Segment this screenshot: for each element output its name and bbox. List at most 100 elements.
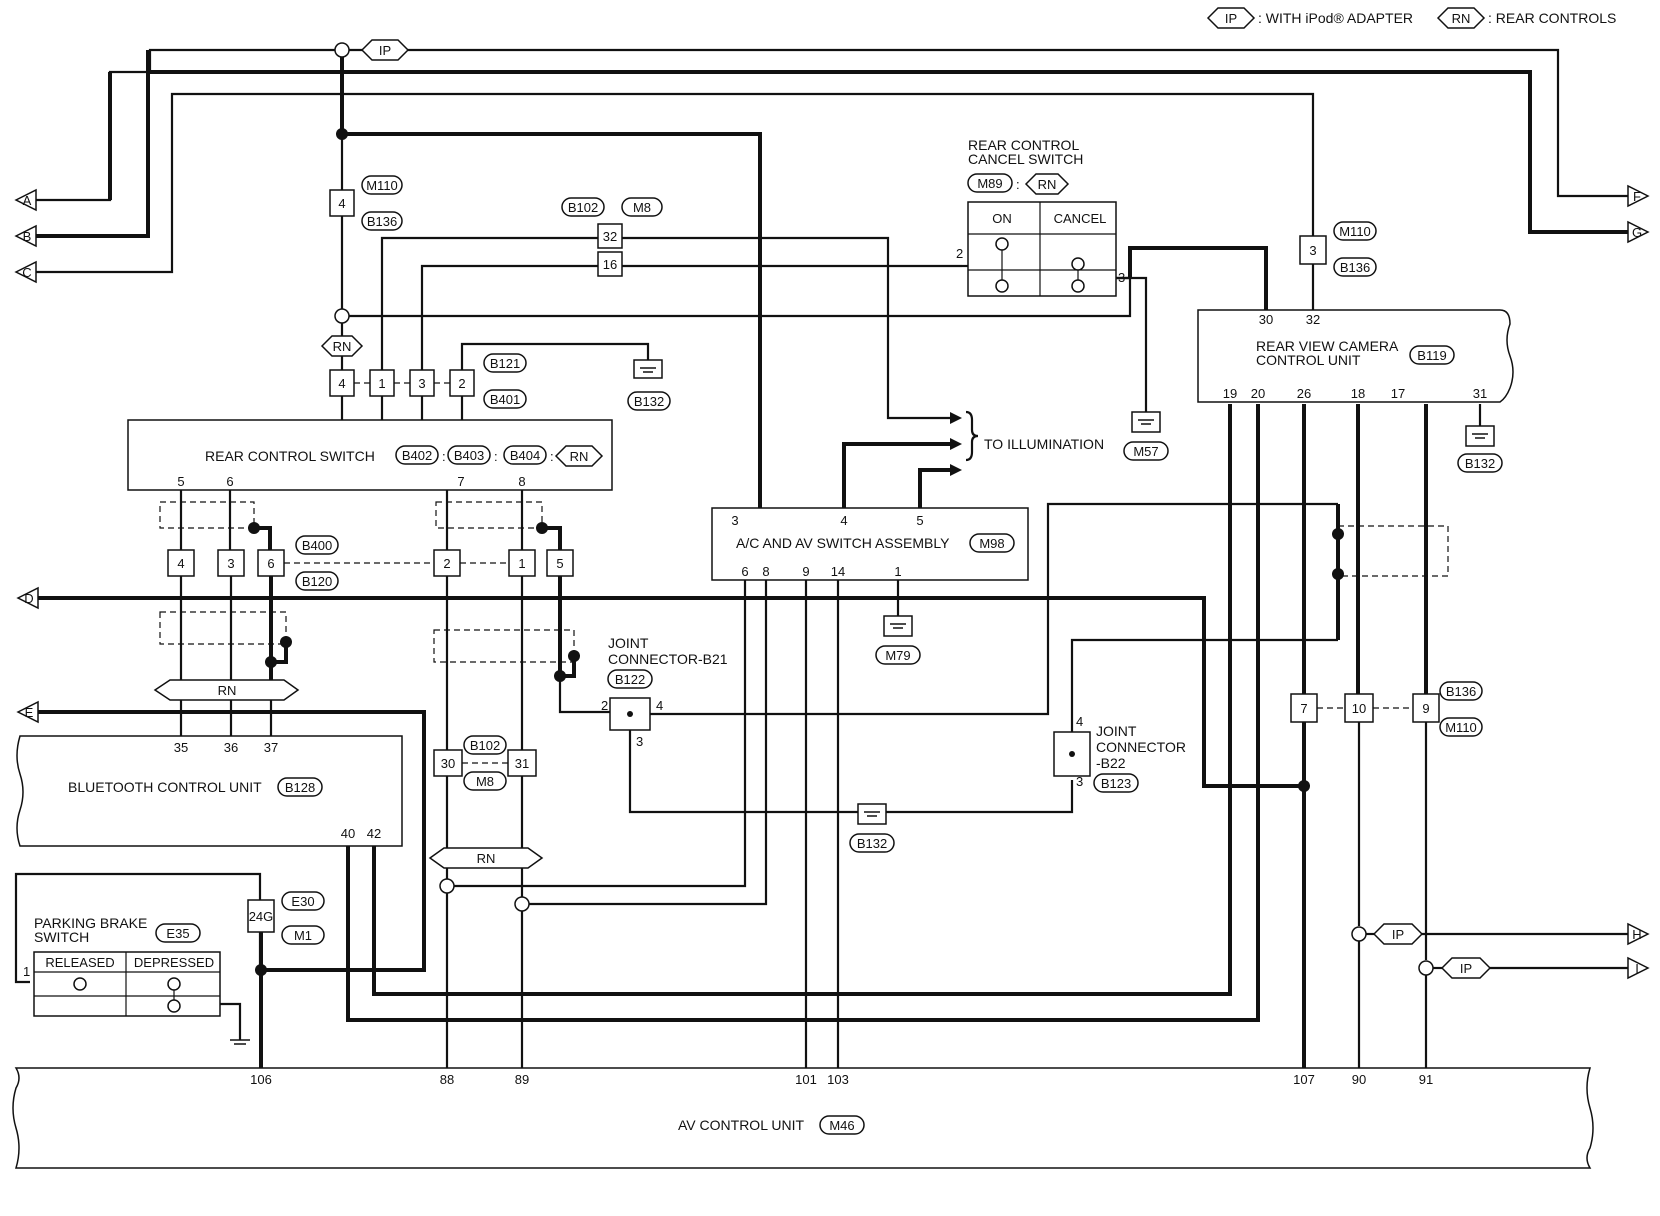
pin-label: 20 — [1251, 386, 1265, 401]
harness-wires — [36, 48, 1628, 318]
pin-label: 2 — [443, 556, 450, 571]
pin-label: 19 — [1223, 386, 1237, 401]
conn-b121: B121 — [490, 356, 520, 371]
pin-label: 91 — [1419, 1072, 1433, 1087]
pin-label: 4 — [177, 556, 184, 571]
conn-b402: B402 — [402, 448, 432, 463]
conn-m46: M46 — [829, 1118, 854, 1133]
joint-b21-label: CONNECTOR-B21 — [608, 651, 728, 667]
rear-camera-label: CONTROL UNIT — [1256, 352, 1361, 368]
rn-tag — [428, 847, 544, 869]
pin-label: 2 — [601, 698, 608, 713]
pin-label: 103 — [827, 1072, 849, 1087]
parking-brake-label: SWITCH — [34, 929, 89, 945]
conn-b400: B400 — [302, 538, 332, 553]
parking-brake-table: RELEASED DEPRESSED — [33, 951, 221, 1017]
legend-ip-tag: IP — [1225, 11, 1237, 26]
pin-label: 36 — [224, 740, 238, 755]
arrow-e: E — [25, 705, 34, 720]
pin-label: 6 — [741, 564, 748, 579]
pin-label: 10 — [1352, 701, 1366, 716]
pin-label: 5 — [177, 474, 184, 489]
joint-b22-label: -B22 — [1096, 755, 1126, 771]
left-connectors: A B C D E — [14, 188, 39, 724]
conn-m89: M89 — [977, 176, 1002, 191]
pin-label: 5 — [556, 556, 563, 571]
conn-b102: B102 — [470, 738, 500, 753]
av-control-label: AV CONTROL UNIT — [678, 1117, 804, 1133]
pin-label: 4 — [1076, 714, 1083, 729]
pin-label: 4 — [840, 513, 847, 528]
arrow-c: C — [22, 265, 31, 280]
conn-b403: B403 — [454, 448, 484, 463]
arrow-d: D — [24, 591, 33, 606]
pin-label: 32 — [603, 229, 617, 244]
pin-label: 1 — [378, 376, 385, 391]
pin-label: 1 — [518, 556, 525, 571]
conn-b132: B132 — [634, 394, 664, 409]
pin-label: 30 — [1259, 312, 1273, 327]
pin-label: 5 — [916, 513, 923, 528]
pin-label: 7 — [1300, 701, 1307, 716]
released-label: RELEASED — [45, 955, 114, 970]
pin-label: 14 — [831, 564, 845, 579]
depressed-label: DEPRESSED — [134, 955, 214, 970]
pin-label: 90 — [1352, 1072, 1366, 1087]
conn-b136: B136 — [367, 214, 397, 229]
pin-label: 4 — [338, 376, 345, 391]
conn-e30: E30 — [291, 894, 314, 909]
pin-label: 16 — [603, 257, 617, 272]
legend-rn-text: : REAR CONTROLS — [1488, 10, 1616, 26]
pin-label: 4 — [656, 698, 663, 713]
joint-b21-label: JOINT — [608, 635, 649, 651]
separator: : — [550, 449, 554, 464]
conn-e35: E35 — [166, 926, 189, 941]
pin-label: 31 — [515, 756, 529, 771]
cancel-switch-label: REAR CONTROL — [968, 137, 1079, 153]
legend: IP : WITH iPod® ADAPTER RN : REAR CONTRO… — [1206, 7, 1616, 29]
splice-point — [334, 308, 350, 324]
arrow-i: I — [1635, 961, 1639, 976]
separator: : — [494, 449, 498, 464]
legend-rn-tag: RN — [1452, 11, 1471, 26]
right-connectors: F G H I — [1627, 184, 1650, 980]
pin-label: 89 — [515, 1072, 529, 1087]
arrow-b: B — [23, 229, 32, 244]
conn-b102: B102 — [568, 200, 598, 215]
conn-b119: B119 — [1417, 348, 1446, 363]
rear-camera-label: REAR VIEW CAMERA — [1256, 338, 1399, 354]
rear-switch-connectors: 4 1 3 2 — [329, 369, 475, 420]
joint-b22-label: CONNECTOR — [1096, 739, 1186, 755]
pin-label: 40 — [341, 826, 355, 841]
conn-m79: M79 — [885, 648, 910, 663]
pin-label: 3 — [1309, 243, 1316, 258]
ac-av-switch-label: A/C AND AV SWITCH ASSEMBLY — [736, 535, 950, 551]
pin-label: 32 — [1306, 312, 1320, 327]
pin-label: 8 — [518, 474, 525, 489]
rn-tag-text: RN — [1038, 177, 1057, 192]
arrow-a: A — [23, 193, 32, 208]
av-control-unit — [12, 1067, 1594, 1169]
splice-point — [334, 42, 350, 58]
separator: : — [442, 449, 446, 464]
rn-tag-text: RN — [218, 683, 237, 698]
cancel-switch-table: ON CANCEL — [967, 201, 1117, 297]
to-illumination-label: TO ILLUMINATION — [984, 436, 1104, 452]
pin-label: 88 — [440, 1072, 454, 1087]
rn-tag — [153, 679, 300, 701]
ip-tag-text: IP — [379, 43, 391, 58]
pin-label: 106 — [250, 1072, 272, 1087]
pin-label: 2 — [458, 376, 465, 391]
pin-label: 3 — [418, 376, 425, 391]
arrow-g: G — [1632, 225, 1642, 240]
rn-tag-text: RN — [333, 339, 352, 354]
pin-label: 31 — [1473, 386, 1487, 401]
pin-label: 3 — [227, 556, 234, 571]
pin-label: 9 — [802, 564, 809, 579]
conn-b128: B128 — [285, 780, 315, 795]
shield — [435, 501, 543, 529]
pin-label: 1 — [894, 564, 901, 579]
conn-b132: B132 — [857, 836, 887, 851]
conn-m98: M98 — [979, 536, 1004, 551]
